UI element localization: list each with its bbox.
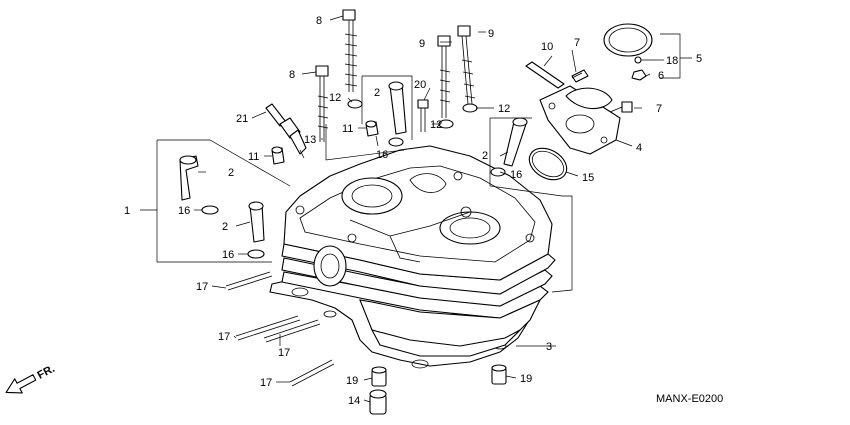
callout-7-top: 7: [574, 37, 580, 49]
stud-bolts-17: [225, 271, 335, 387]
stud-bolt-right: [457, 25, 476, 105]
callout-leaders: [194, 15, 664, 403]
callout-9-right: 9: [488, 28, 494, 40]
callout-14: 14: [348, 395, 360, 407]
valve-guide-c: [388, 81, 407, 135]
callout-16-center: 16: [376, 149, 388, 161]
callout-2-right: 2: [482, 150, 488, 162]
callout-20: 20: [414, 79, 426, 91]
callout-19-right: 19: [520, 373, 532, 385]
callout-2-upper: 2: [228, 167, 234, 179]
cap-11-b: [365, 120, 379, 137]
callout-12-right: 12: [498, 103, 510, 115]
callout-17-c: 17: [278, 347, 290, 359]
callout-7-right: 7: [656, 103, 662, 115]
callout-1: 1: [124, 205, 130, 217]
callout-4: 4: [636, 142, 642, 154]
nut-6: [631, 69, 647, 81]
callout-labels: 8 8 9 9 10 7 18 5 6 7 4 15 16 2 12 12 20…: [124, 15, 702, 407]
callout-11-center: 11: [342, 123, 353, 135]
callout-21: 21: [236, 113, 248, 125]
callout-10: 10: [541, 41, 553, 53]
head-bolt-left: [342, 9, 358, 92]
front-direction-label: FR.: [36, 363, 57, 382]
callout-6: 6: [658, 70, 664, 82]
callout-13: 13: [304, 134, 316, 146]
cap-14: [369, 389, 387, 415]
callout-19-left: 19: [346, 375, 358, 387]
callout-8-left: 8: [289, 69, 295, 81]
callout-17-a: 17: [196, 281, 208, 293]
spark-plug: [265, 103, 307, 159]
hose-band-5: [603, 23, 653, 57]
callout-16-right: 16: [510, 169, 522, 181]
dowel-pin-19-right: [491, 364, 507, 385]
callout-8-top: 8: [316, 15, 322, 27]
intake-pipe: [539, 85, 621, 155]
stud-bolt-center: [437, 35, 451, 118]
reference-bracket-lines: [140, 33, 692, 347]
callout-17-d: 17: [260, 377, 272, 389]
valve-guide-b: [248, 201, 265, 243]
valve-guide-a: [179, 155, 199, 201]
washers: [201, 99, 506, 259]
diagram-code: MANX-E0200: [656, 393, 723, 405]
short-bolt-20: [417, 99, 429, 132]
valve-guide-d: [503, 117, 528, 167]
callout-2-center: 2: [374, 87, 380, 99]
callout-11-left: 11: [248, 151, 259, 163]
bolt-7-upper: [571, 69, 589, 83]
callout-16-lower: 16: [222, 249, 234, 261]
callout-12-left: 12: [329, 92, 341, 104]
cylinder-head: [281, 145, 556, 357]
callout-9-left: 9: [419, 38, 425, 50]
callout-12-center: 12: [430, 119, 442, 131]
callout-3: 3: [546, 341, 552, 353]
insulator-10: [525, 61, 565, 89]
callout-15: 15: [582, 172, 594, 184]
o-ring-15: [528, 147, 568, 181]
screw-18: [634, 56, 660, 64]
callout-2-lower: 2: [222, 221, 228, 233]
callout-5: 5: [696, 53, 702, 65]
cap-11-a: [271, 146, 285, 165]
callout-16-upper: 16: [178, 205, 190, 217]
callout-18: 18: [666, 55, 678, 67]
bolt-7-lower: [609, 101, 633, 113]
dowel-pin-19-left: [371, 366, 387, 387]
head-bolt-lower: [315, 65, 329, 142]
callout-17-b: 17: [218, 331, 230, 343]
front-direction-arrow: FR.: [5, 363, 57, 394]
